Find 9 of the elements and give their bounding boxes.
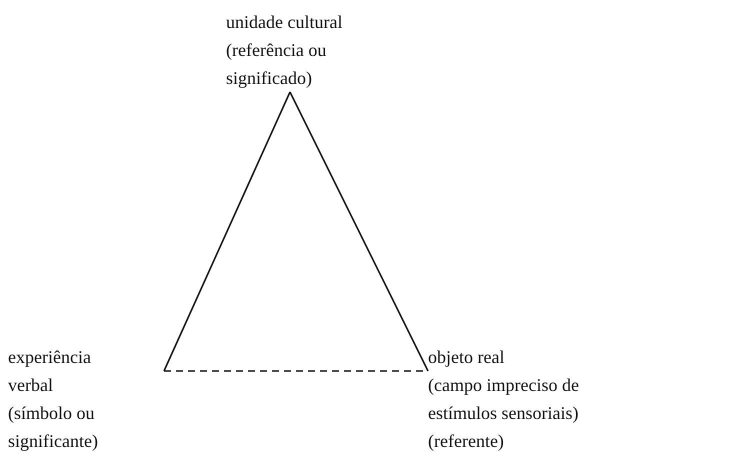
node-label: (referente) xyxy=(428,430,505,453)
node-label: (símbolo ou significante) xyxy=(8,402,99,453)
node-label: objeto real xyxy=(428,346,506,369)
node-label: experiência verbal xyxy=(8,346,92,397)
node-label: unidade cultural xyxy=(226,11,344,34)
node-label: (campo impreciso de estímulos sensoriais) xyxy=(428,374,580,425)
connector-line xyxy=(163,92,291,372)
connector-line xyxy=(289,92,429,372)
node-label: (referência ou significado) xyxy=(226,39,328,90)
